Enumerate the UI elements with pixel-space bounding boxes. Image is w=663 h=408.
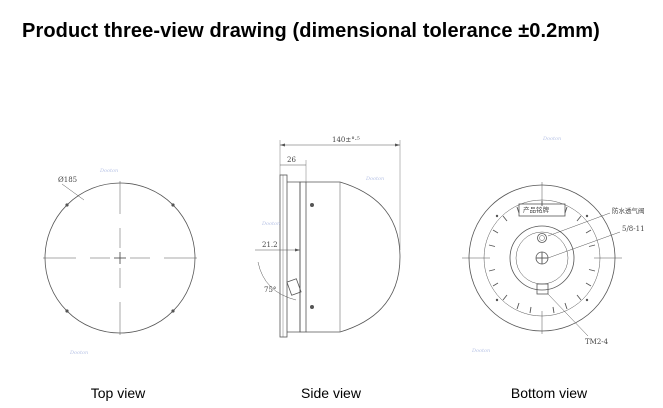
- bottom-plate-label: 产品铭牌: [523, 205, 550, 214]
- watermark-5: Dooton: [471, 348, 490, 354]
- side-view-drawing: [255, 140, 401, 338]
- bottom-view-caption: Bottom view: [510, 385, 588, 401]
- side-depth-label: 26: [287, 156, 296, 164]
- side-angle-label: 75°: [264, 286, 276, 294]
- side-width-label: 140±°·⁵: [332, 136, 360, 144]
- bottom-screw-label: TM2-4: [585, 338, 609, 346]
- watermark-4: Dooton: [261, 221, 280, 227]
- page-title: Product three-view drawing (dimensional …: [22, 20, 600, 42]
- bottom-thread-label: 5/8-11: [622, 225, 645, 233]
- side-inner-label: 21.2: [262, 241, 278, 249]
- watermark-1: Dooton: [99, 168, 118, 174]
- top-view-caption: Top view: [90, 385, 146, 401]
- top-view-drawing: [43, 181, 197, 335]
- bottom-vent-slots: [488, 201, 596, 314]
- watermark-6: Dooton: [542, 136, 561, 142]
- bottom-vent-label: 防水透气阀: [612, 206, 645, 215]
- side-view-caption: Side view: [301, 385, 361, 401]
- watermark-2: Dooton: [69, 350, 88, 356]
- bottom-view-drawing: [462, 182, 622, 337]
- top-diameter-label: Ø185: [58, 176, 77, 184]
- watermark-3: Dooton: [365, 176, 384, 182]
